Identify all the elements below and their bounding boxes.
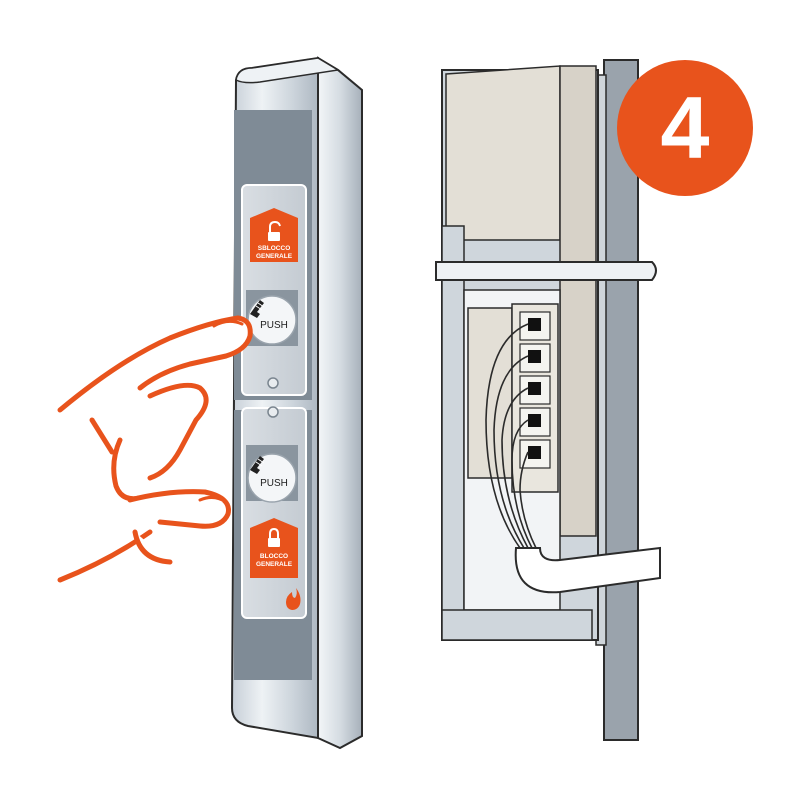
screw	[267, 377, 279, 389]
wall-post	[603, 59, 639, 741]
step-number-badge: 4	[617, 60, 753, 196]
key-icon	[250, 456, 265, 474]
panel-top-bevel	[235, 57, 341, 84]
unlock-badge-line1: SBLOCCO	[258, 245, 291, 252]
hand-icon	[57, 315, 253, 583]
wall-panel	[445, 65, 561, 241]
panel-side-face	[317, 56, 363, 750]
unlock-icon	[268, 220, 281, 241]
lock-badge-line1: BLOCCO	[260, 553, 288, 560]
wall-installation	[435, 59, 661, 741]
screw	[267, 406, 279, 418]
terminal-slot	[519, 439, 551, 469]
key-icon	[250, 300, 265, 318]
cable	[514, 546, 661, 594]
control-panel: SBLOCCO GENERALE PUSH PUSH	[230, 56, 363, 750]
lower-push-button[interactable]: PUSH	[246, 445, 298, 503]
flame-icon	[286, 588, 301, 610]
lock-badge: BLOCCO GENERALE	[250, 518, 298, 578]
lock-badge-line2: GENERALE	[256, 561, 293, 568]
step-number: 4	[661, 78, 710, 177]
horizontal-rail	[435, 261, 657, 281]
left-bracket	[441, 225, 465, 637]
lower-plate	[241, 407, 307, 619]
lock-icon	[268, 527, 280, 547]
wire-bundle	[485, 323, 537, 549]
unlock-badge-line2: GENERALE	[256, 253, 293, 260]
terminal-block	[467, 303, 559, 493]
upper-push-button[interactable]: PUSH	[246, 290, 298, 346]
unlock-badge: SBLOCCO GENERALE	[250, 208, 298, 262]
upper-push-label: PUSH	[260, 320, 288, 331]
lower-push-label: PUSH	[260, 478, 288, 489]
